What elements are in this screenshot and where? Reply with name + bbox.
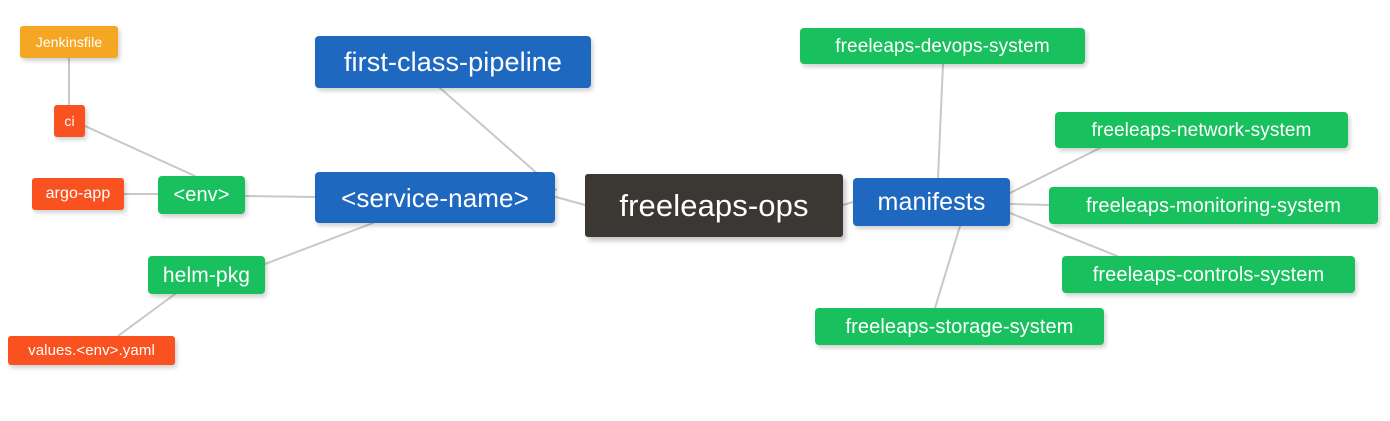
mindmap-node-env[interactable]: <env> [158,176,245,214]
mindmap-node-valuesyaml[interactable]: values.<env>.yaml [8,336,175,365]
mindmap-node-manifests[interactable]: manifests [853,178,1010,226]
mindmap-node-storage[interactable]: freeleaps-storage-system [815,308,1104,345]
edge-helmpkg-to-valuesyaml [117,293,176,337]
mindmap-node-controls[interactable]: freeleaps-controls-system [1062,256,1355,293]
mindmap-node-helmpkg[interactable]: helm-pkg [148,256,265,294]
edge-env-to-ci [84,125,196,177]
edge-manifests-to-storage [934,225,961,309]
mindmap-node-root[interactable]: freeleaps-ops [585,174,843,237]
mindmap-node-argoapp[interactable]: argo-app [32,178,124,210]
edge-root-to-manifests [842,201,854,206]
mindmap-node-network[interactable]: freeleaps-network-system [1055,112,1348,148]
edge-service-to-env [244,195,316,198]
edge-root-to-service [555,196,586,206]
mindmap-node-service[interactable]: <service-name> [315,172,555,223]
mindmap-node-jenkinsfile[interactable]: Jenkinsfile [20,26,118,58]
mindmap-node-devops[interactable]: freeleaps-devops-system [800,28,1085,64]
edge-service-to-helmpkg [264,222,374,265]
edge-manifests-to-monitoring [1009,203,1050,206]
mindmap-node-ci[interactable]: ci [54,105,85,137]
mindmap-node-pipeline[interactable]: first-class-pipeline [315,36,591,88]
edge-manifests-to-devops [937,63,944,179]
mindmap-node-monitoring[interactable]: freeleaps-monitoring-system [1049,187,1378,224]
